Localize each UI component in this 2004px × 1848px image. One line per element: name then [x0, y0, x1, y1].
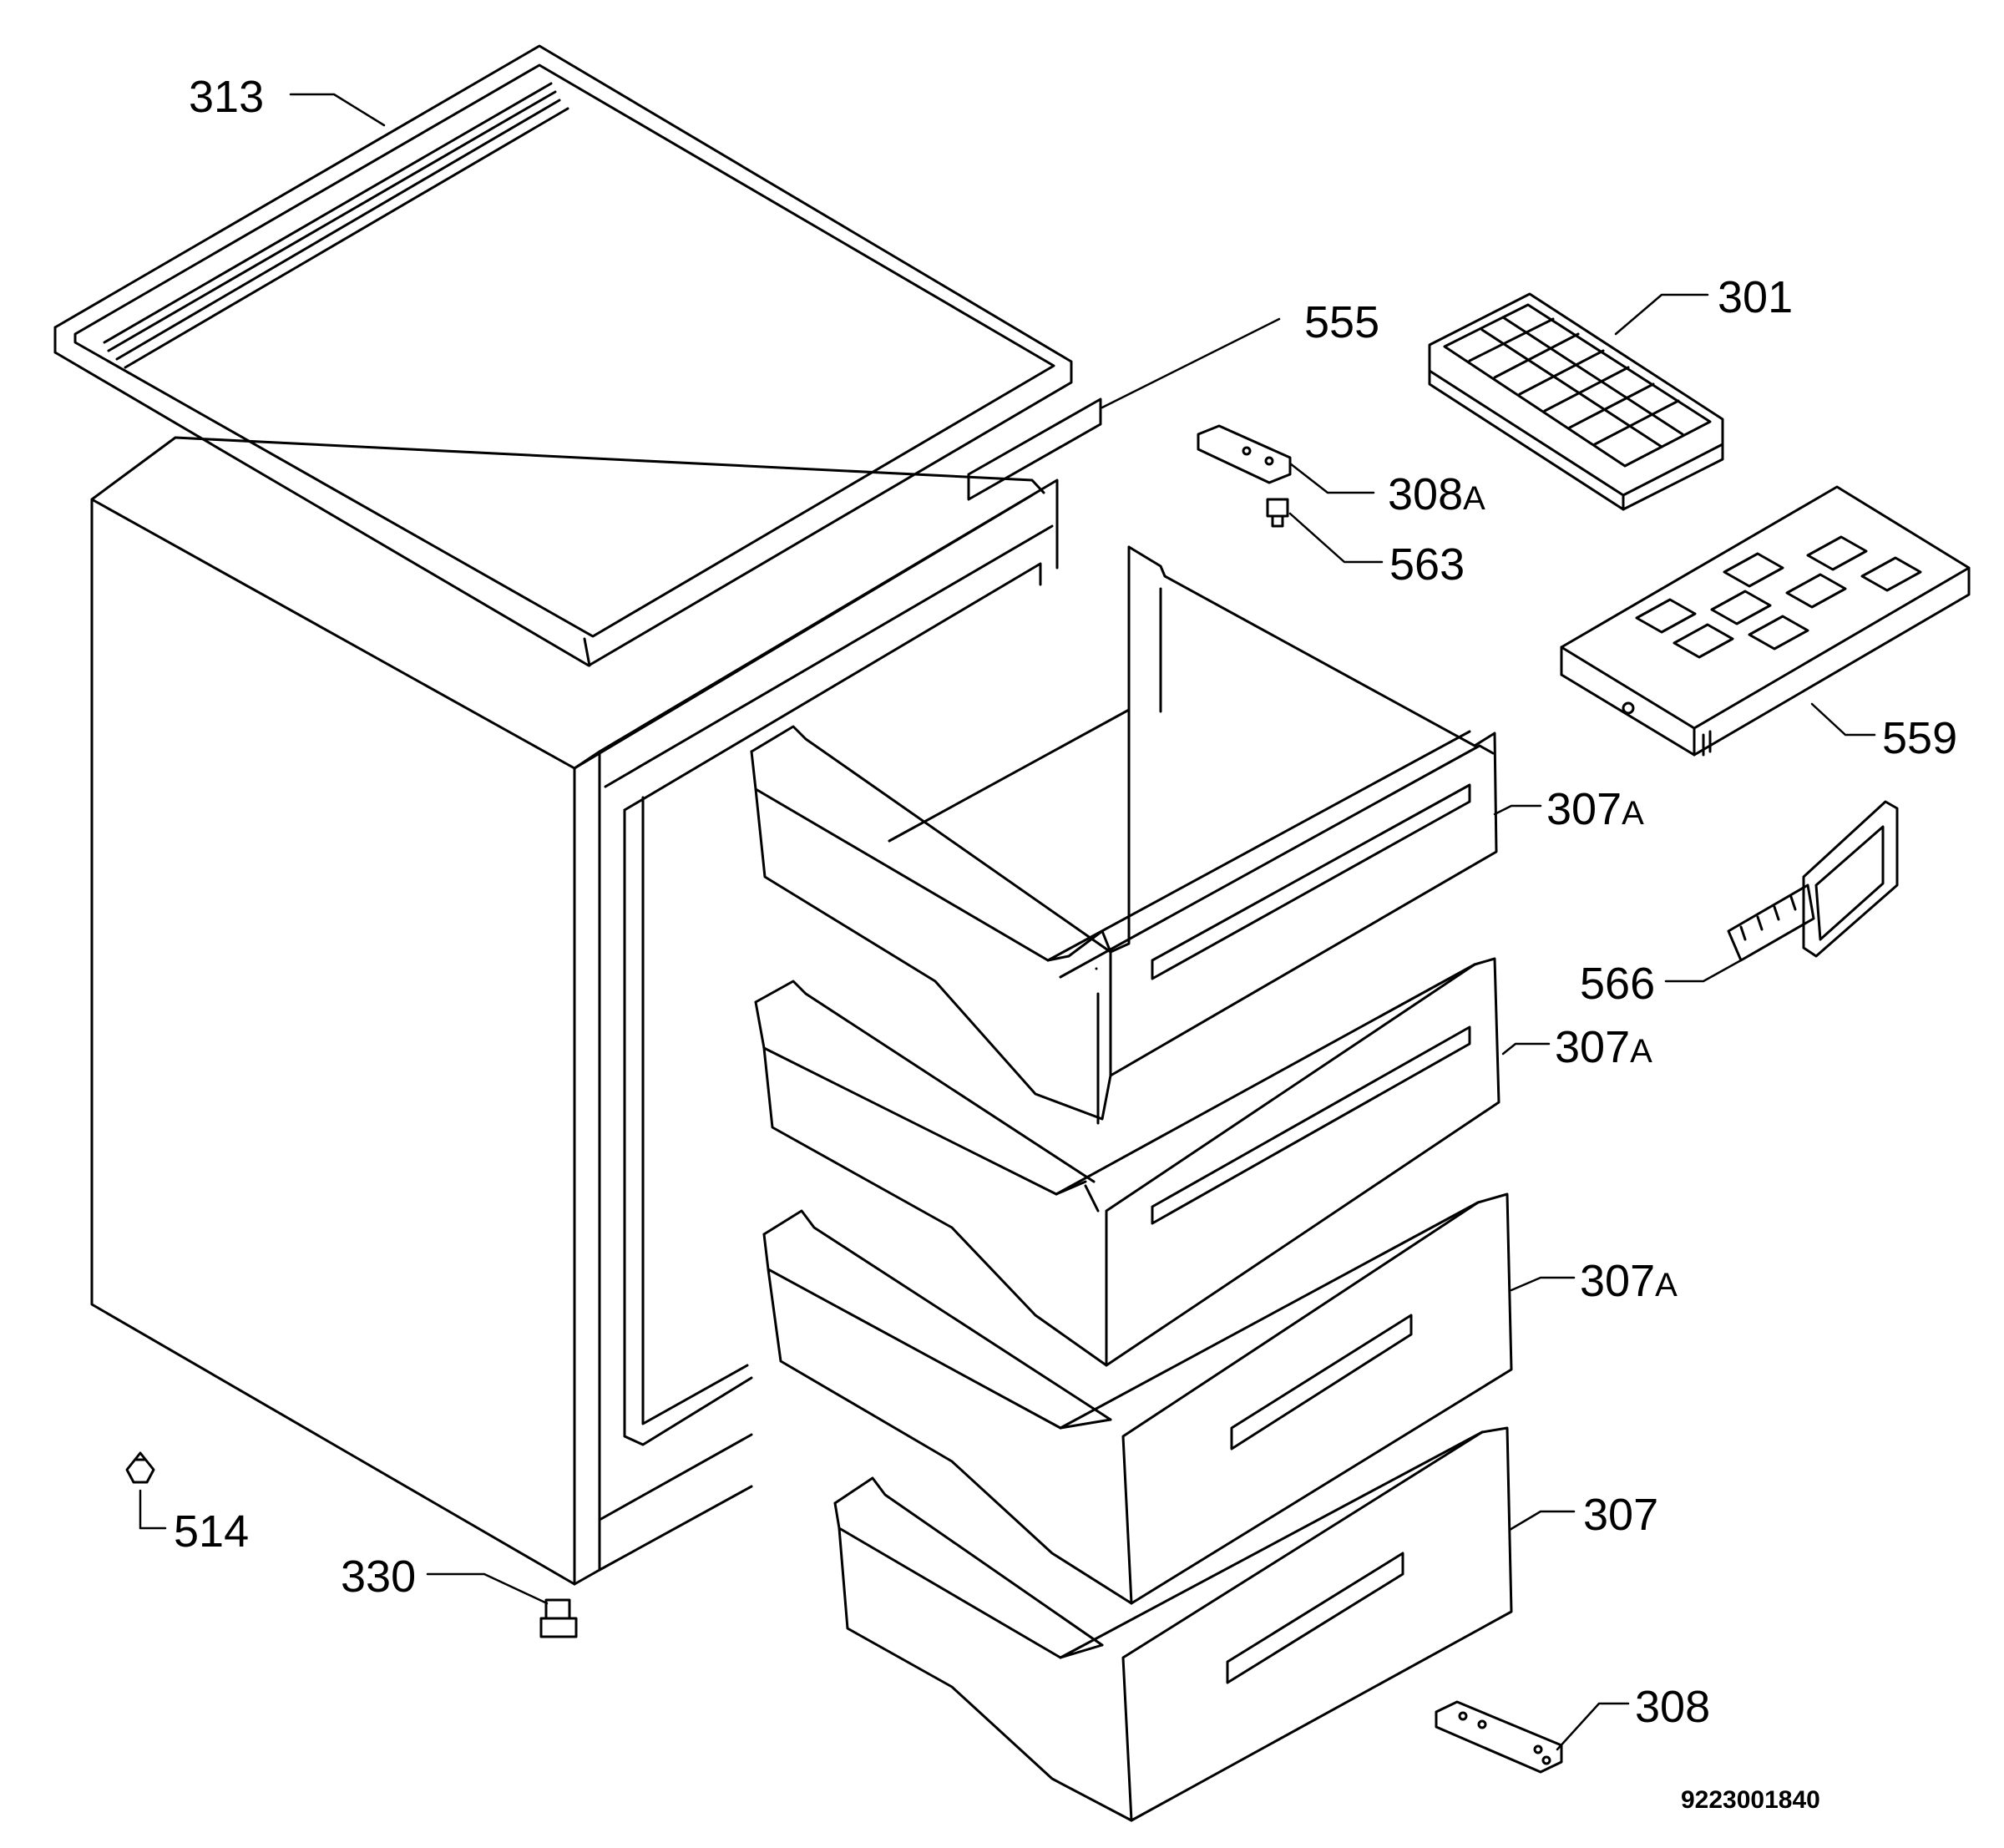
label-566: 566	[1580, 959, 1655, 1009]
label-555: 555	[1304, 297, 1379, 347]
document-number: 9223001840	[1681, 1786, 1820, 1814]
label-308a: 308A	[1388, 469, 1485, 519]
label-514: 514	[174, 1506, 249, 1557]
part-307a-drawer-1	[750, 545, 1498, 1125]
part-330-screw	[539, 1598, 578, 1638]
label-330: 330	[341, 1552, 416, 1602]
leader-lines	[139, 93, 1876, 1751]
label-307: 307	[1583, 1490, 1658, 1540]
label-563: 563	[1389, 539, 1465, 590]
label-301: 301	[1718, 272, 1793, 322]
label-559: 559	[1882, 713, 1957, 763]
part-308a-bracket	[1197, 424, 1292, 484]
part-307a-drawer-2	[754, 957, 1500, 1367]
label-307a-3: 307A	[1580, 1256, 1678, 1306]
part-555-strip	[967, 397, 1102, 501]
part-559-cold-pack	[1560, 485, 1971, 757]
label-307a-2: 307A	[1555, 1022, 1652, 1072]
cabinet-body	[90, 436, 1059, 1586]
part-313-top-cover	[53, 44, 1073, 667]
part-563-screw	[1266, 498, 1289, 528]
part-308-bracket	[1435, 1700, 1563, 1774]
label-307a-1: 307A	[1546, 784, 1644, 834]
part-labels: 313 555 301 308A 563 559 307A 566 307A 3…	[174, 72, 1957, 1814]
part-307a-drawer-3	[762, 1192, 1513, 1605]
part-514-foot	[125, 1451, 155, 1484]
part-301-ice-tray	[1428, 292, 1724, 511]
part-566-scraper	[1727, 800, 1899, 962]
part-307-drawer-4	[833, 1426, 1513, 1822]
label-308: 308	[1635, 1682, 1710, 1732]
label-313: 313	[189, 72, 264, 122]
